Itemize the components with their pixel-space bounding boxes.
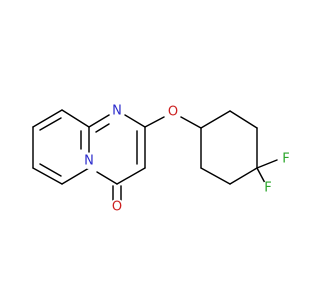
o-carbonyl-label: O — [112, 200, 122, 215]
bond-cy4-cy5 — [229, 167, 258, 185]
f-top-label-bg — [279, 152, 293, 166]
bond-cy5-cy6 — [200, 167, 231, 185]
bond-c4-c5-inner — [39, 163, 62, 177]
o-carbonyl-label-bg — [109, 199, 125, 215]
bond-c1-c2 — [32, 109, 63, 128]
f-top-label: F — [282, 152, 289, 167]
structure-canvas: N N O O F F — [32, 103, 293, 215]
o-ether-label-bg — [165, 104, 181, 120]
bond-cy1-cy2 — [200, 110, 231, 129]
o-ether-label: O — [168, 105, 178, 120]
bond-n-c4 — [61, 167, 90, 185]
cyclohexyl-ring — [200, 110, 258, 185]
f-bottom-label: F — [264, 181, 271, 196]
bond-c8-n-bridge — [96, 171, 118, 185]
bond-c1-c2-inner — [39, 117, 62, 131]
n-ring-label: N — [112, 104, 122, 119]
n-bridge-label: N — [84, 154, 94, 169]
f-bottom-label-bg — [261, 181, 275, 195]
bond-c2-c3 — [61, 109, 90, 128]
n-bridge-label-bg — [81, 153, 97, 169]
bond-o-c-cyclo — [180, 116, 202, 129]
pyrimidinone-ring — [88, 114, 146, 185]
bond-cf-top — [256, 159, 278, 169]
bond-c6-o — [144, 116, 165, 128]
ether-linkage — [144, 116, 202, 129]
bond-n-top-c6 — [124, 114, 146, 128]
bond-c3-n-top-inner — [95, 123, 110, 133]
carbonyl-group — [112, 185, 122, 202]
bond-c7-c8 — [116, 167, 146, 185]
bond-c4-c5 — [32, 167, 63, 185]
atom-labels: N N O O F F — [81, 103, 293, 215]
fluorine-substituents — [256, 159, 278, 184]
n-ring-label-bg — [109, 103, 125, 119]
pyridine-ring — [32, 109, 90, 185]
molecule-diagram: N N O O F F — [32, 103, 293, 215]
bond-cy2-cy3 — [229, 110, 258, 129]
bond-cf-bottom — [256, 167, 266, 184]
bond-c3-n-top — [88, 114, 110, 128]
